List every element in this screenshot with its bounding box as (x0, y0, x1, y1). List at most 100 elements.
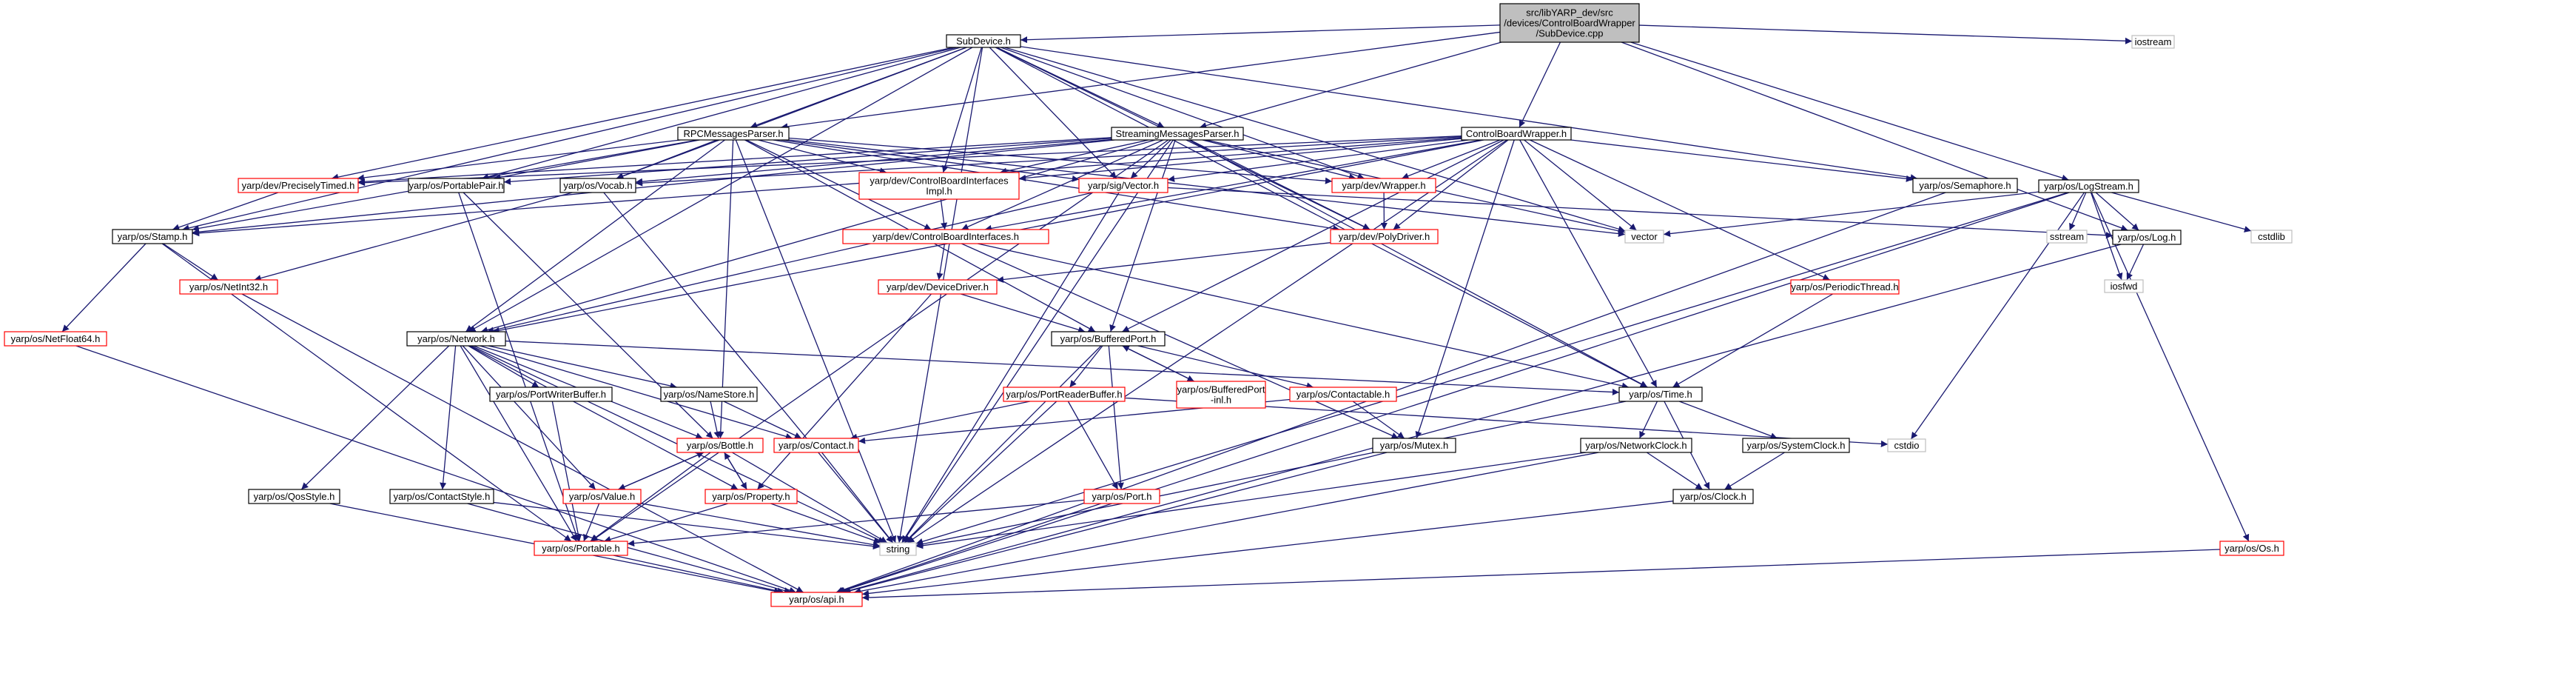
node-vocab[interactable]: yarp/os/Vocab.h (559, 178, 636, 193)
node-box (1111, 127, 1244, 141)
edge-cbwrapper-to-cbi (984, 139, 1482, 232)
node-portablepair[interactable]: yarp/os/PortablePair.h (408, 178, 505, 193)
node-bufportinl[interactable]: yarp/os/BufferedPort-inl.h (1176, 381, 1266, 409)
node-clock[interactable]: yarp/os/Clock.h (1672, 489, 1754, 504)
node-box (389, 489, 494, 504)
edge-cbwrapper-to-wrapper (1402, 139, 1501, 179)
node-namestore[interactable]: yarp/os/NameStore.h (660, 387, 758, 402)
edge-logstream-to-sstream (2069, 192, 2087, 231)
node-devicedriver[interactable]: yarp/dev/DeviceDriver.h (878, 279, 998, 295)
edge-mutex-to-api (844, 452, 1388, 595)
node-netfloat64[interactable]: yarp/os/NetFloat64.h (4, 331, 107, 347)
node-box (248, 489, 340, 504)
node-label: /SubDevice.cpp (1536, 28, 1603, 39)
edge-network-to-contact (480, 345, 793, 440)
node-contact[interactable]: yarp/os/Contact.h (773, 438, 859, 453)
node-property[interactable]: yarp/os/Property.h (704, 489, 798, 504)
node-label: sstream (2050, 231, 2084, 242)
edge-cbwrapper-to-semaphore (1570, 139, 1914, 182)
node-rpcparser[interactable]: RPCMessagesParser.h (677, 127, 790, 141)
edge-logstream-to-os (2091, 192, 2250, 542)
node-qosstyle[interactable]: yarp/os/QosStyle.h (248, 489, 340, 504)
node-box (2131, 35, 2175, 49)
node-label: src/libYARP_dev/src (1526, 7, 1613, 19)
edge-contactstyle-to-string (493, 501, 881, 550)
edge-network-to-qosstyle (300, 345, 450, 490)
node-sstream: sstream (2046, 230, 2088, 244)
edge-bufport-to-port (1108, 345, 1124, 490)
node-portable[interactable]: yarp/os/Portable.h (534, 541, 628, 556)
node-precisely[interactable]: yarp/dev/PreciselyTimed.h (238, 178, 359, 193)
edge-value-to-bottle (618, 452, 704, 490)
node-label: vector (1631, 231, 1658, 242)
node-cstdlib: cstdlib (2250, 230, 2293, 244)
node-port[interactable]: yarp/os/Port.h (1083, 489, 1160, 504)
node-sysclock[interactable]: yarp/os/SystemClock.h (1742, 438, 1850, 453)
node-box (1331, 178, 1436, 193)
node-box (1618, 387, 1703, 402)
node-subdevice[interactable]: SubDevice.h (946, 34, 1021, 48)
node-label: yarp/os/PeriodicThread.h (1791, 281, 1898, 292)
node-box (878, 279, 998, 295)
node-bufport[interactable]: yarp/os/BufferedPort.h (1051, 331, 1166, 347)
node-root[interactable]: src/libYARP_dev/src/devices/ControlBoard… (1499, 3, 1640, 43)
node-portwriter[interactable]: yarp/os/PortWriterBuffer.h (489, 387, 613, 402)
node-polydriver[interactable]: yarp/dev/PolyDriver.h (1330, 229, 1439, 244)
node-layer: src/libYARP_dev/src/devices/ControlBoard… (4, 3, 2293, 607)
node-os[interactable]: yarp/os/Os.h (2219, 541, 2284, 556)
node-label: Impl.h (926, 186, 952, 197)
node-network[interactable]: yarp/os/Network.h (406, 331, 506, 347)
edge-contactstyle-to-api (467, 503, 792, 594)
node-bottle[interactable]: yarp/os/Bottle.h (676, 438, 764, 453)
node-label: yarp/os/Mutex.h (1380, 440, 1449, 451)
node-netclock[interactable]: yarp/os/NetworkClock.h (1580, 438, 1692, 453)
node-mutex[interactable]: yarp/os/Mutex.h (1372, 438, 1456, 453)
edge-network-to-value (462, 345, 596, 490)
node-label: yarp/sig/Vector.h (1088, 180, 1159, 191)
edge-devicedriver-to-property (756, 293, 932, 490)
node-box (1461, 127, 1572, 141)
node-semaphore[interactable]: yarp/os/Semaphore.h (1912, 178, 2018, 193)
node-value[interactable]: yarp/os/Value.h (562, 489, 642, 504)
node-cbi[interactable]: yarp/dev/ControlBoardInterfaces.h (842, 229, 1049, 244)
node-box (1912, 178, 2018, 193)
edge-cbwrapper-to-time (1519, 139, 1658, 388)
edge-cbwrapper-to-polydriver (1393, 139, 1509, 230)
node-wrapper[interactable]: yarp/dev/Wrapper.h (1331, 178, 1436, 193)
node-label: yarp/os/Semaphore.h (1919, 180, 2011, 191)
node-string: string (879, 542, 917, 556)
edge-netclock-to-api (853, 452, 1599, 595)
node-label: yarp/os/Clock.h (1680, 491, 1746, 502)
node-netint32[interactable]: yarp/os/NetInt32.h (179, 279, 278, 295)
node-cstdio: cstdio (1887, 438, 1926, 452)
node-box (2112, 230, 2182, 245)
node-time[interactable]: yarp/os/Time.h (1618, 387, 1703, 402)
node-vector[interactable]: yarp/sig/Vector.h (1078, 178, 1168, 193)
edge-property-to-bottle (724, 452, 747, 490)
node-box (534, 541, 628, 556)
node-streamparser[interactable]: StreamingMessagesParser.h (1111, 127, 1244, 141)
edge-root-to-iostream (1638, 24, 2133, 44)
node-logstream[interactable]: yarp/os/LogStream.h (2038, 179, 2139, 193)
edge-subdevice-to-time (995, 47, 1648, 388)
node-box (704, 489, 798, 504)
node-label: yarp/os/SystemClock.h (1747, 440, 1846, 451)
node-cbwrapper[interactable]: ControlBoardWrapper.h (1461, 127, 1572, 141)
node-portreader[interactable]: yarp/os/PortReaderBuffer.h (1003, 387, 1126, 402)
edge-cbwrapper-to-string (907, 139, 1507, 543)
node-stamp[interactable]: yarp/os/Stamp.h (112, 229, 193, 244)
node-api[interactable]: yarp/os/api.h (770, 592, 863, 607)
node-box (562, 489, 642, 504)
node-contactable[interactable]: yarp/os/Contactable.h (1289, 387, 1397, 402)
node-label: yarp/dev/ControlBoardInterfaces.h (872, 231, 1019, 242)
edge-netint32-to-api (241, 293, 804, 593)
edge-streamparser-to-network (480, 139, 1156, 333)
node-contactstyle[interactable]: yarp/os/ContactStyle.h (389, 489, 494, 504)
node-label: yarp/os/ContactStyle.h (394, 491, 491, 502)
node-periodic[interactable]: yarp/os/PeriodicThread.h (1790, 279, 1900, 295)
node-label: yarp/os/Value.h (569, 491, 635, 502)
edge-cbwrapper-to-vocab (635, 136, 1462, 187)
node-box (1624, 230, 1664, 244)
node-log[interactable]: yarp/os/Log.h (2112, 230, 2182, 245)
